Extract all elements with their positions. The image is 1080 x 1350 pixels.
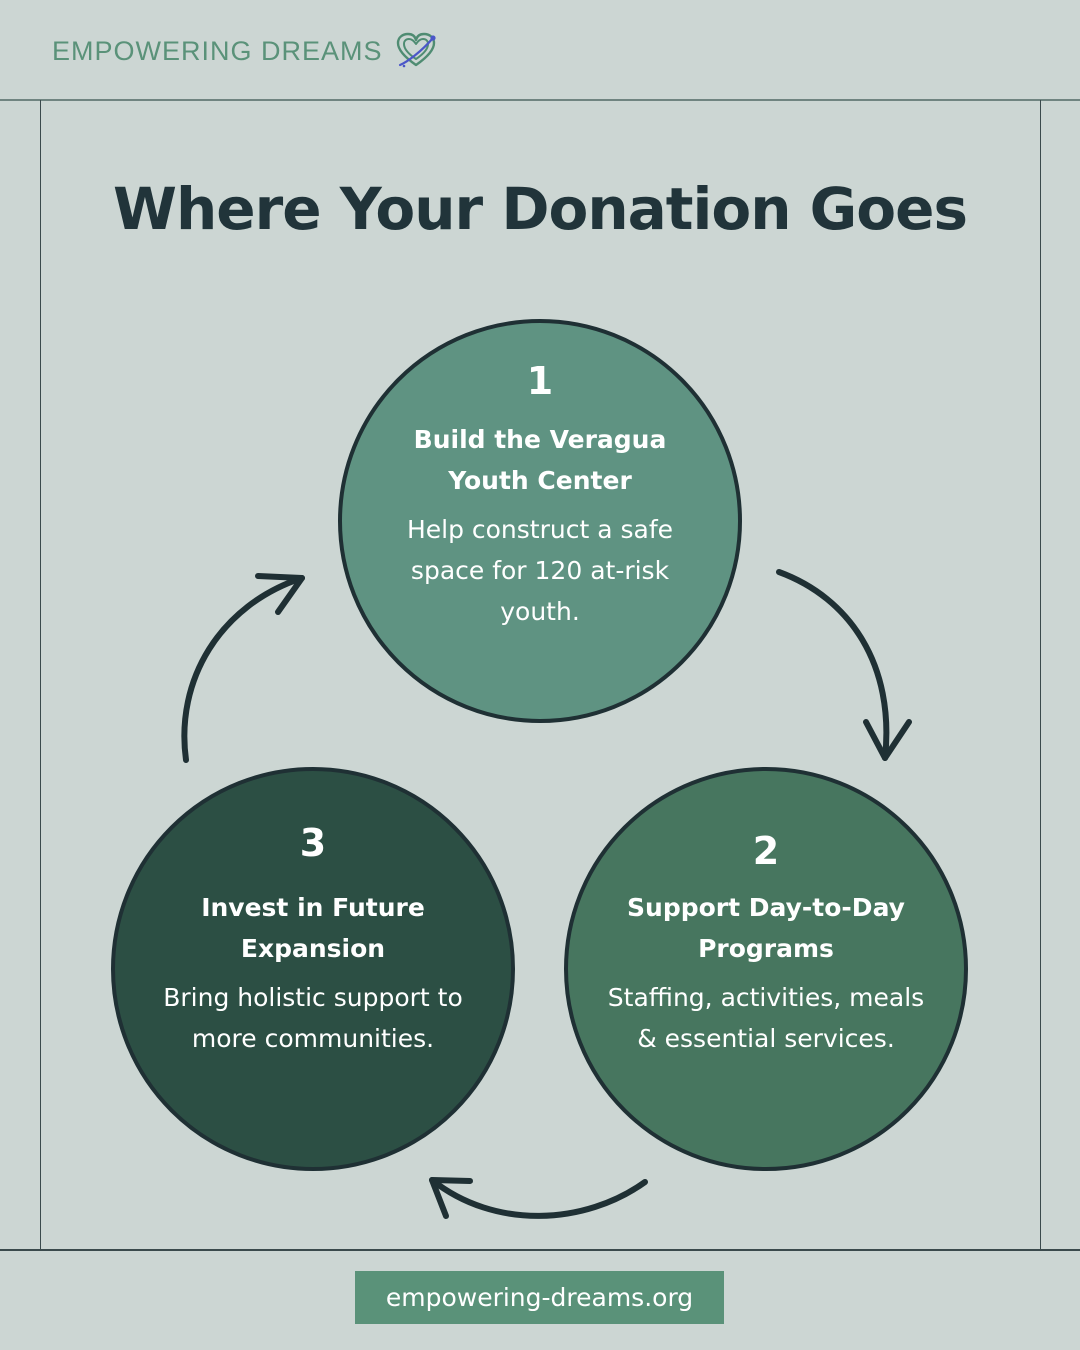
step-card-1: 1 Build the Veragua Youth Center Help co… [338,319,742,723]
step-description: Bring holistic support to more communiti… [163,983,463,1053]
step-description: Help construct a safe space for 120 at-r… [406,515,674,626]
arrow-step3-to-step1-icon [181,573,305,763]
page-title: Where Your Donation Goes [112,175,968,243]
right-frame-line [1040,100,1041,1250]
heart-with-orbit-icon [396,32,436,68]
step-card-2: 2 Support Day-to-Day Programs Staffing, … [564,767,968,1171]
step-description: Staffing, activities, meals & essential … [607,983,925,1053]
step-card-3: 3 Invest in Future Expansion Bring holis… [111,767,515,1171]
step-title: Build the Veragua Youth Center [413,425,667,495]
step-title: Support Day-to-Day Programs [627,893,905,963]
website-link[interactable]: empowering-dreams.org [355,1271,724,1324]
footer-divider [0,1249,1080,1251]
step-number: 1 [526,359,554,403]
step-title: Invest in Future Expansion [201,893,425,963]
brand-header: EMPOWERING DREAMS [52,32,437,70]
header-divider [0,99,1080,101]
left-frame-line [40,100,41,1250]
brand-name: EMPOWERING DREAMS [52,36,383,66]
step-number: 3 [299,821,327,865]
step-number: 2 [752,829,780,873]
arrow-step1-to-step2-icon [776,569,912,761]
arrow-step2-to-step3-icon [429,1177,648,1219]
